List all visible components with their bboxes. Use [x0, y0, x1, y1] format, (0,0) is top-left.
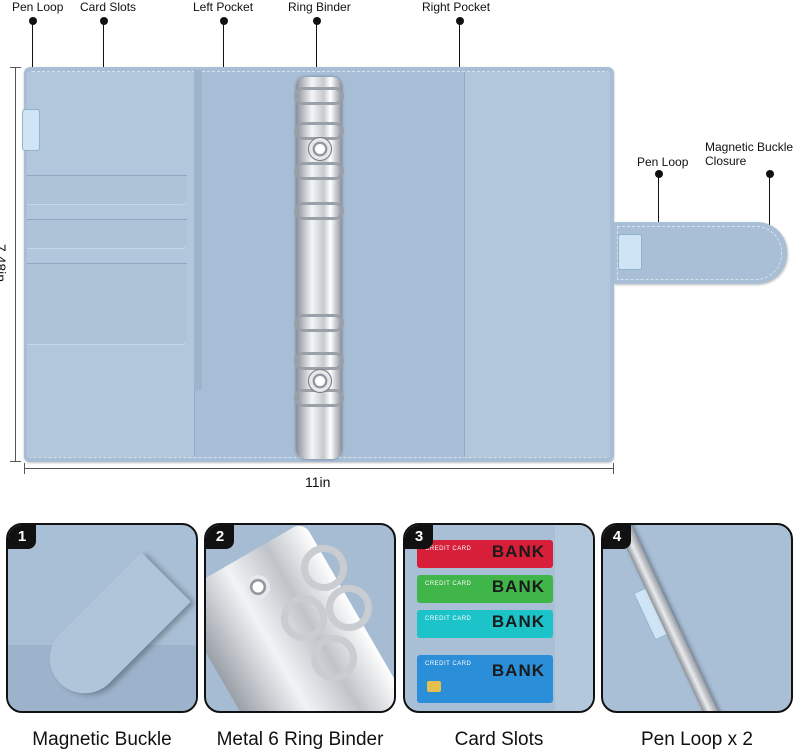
- callout-pen-loop-right: Pen Loop: [637, 155, 689, 169]
- detail-tile-magnetic-buckle: [6, 523, 198, 713]
- detail-tile-card-slots: CREDIT CARD BANK CREDIT CARD BANK CREDIT…: [403, 523, 595, 713]
- card-bank-label: BANK: [491, 612, 545, 631]
- width-dimension-line: [24, 468, 614, 469]
- binder-ring: [326, 585, 372, 631]
- tile-number-badge: 3: [405, 525, 433, 549]
- callout-dot: [29, 17, 37, 25]
- binder-ring: [294, 314, 344, 332]
- tile-caption: Pen Loop x 2: [641, 729, 753, 750]
- leader-line: [769, 174, 770, 269]
- card-bank-label: BANK: [491, 542, 545, 561]
- card-slot: [27, 219, 187, 249]
- tile-caption: Metal 6 Ring Binder: [216, 729, 384, 750]
- card-chip: [427, 681, 441, 692]
- callout-magnetic-closure: Magnetic Buckle Closure: [705, 140, 794, 168]
- height-dimension-label: 7.48in: [0, 243, 10, 283]
- right-pocket-panel: [464, 72, 610, 457]
- pen-loop-left: [22, 109, 40, 151]
- callout-dot: [100, 17, 108, 25]
- left-pocket-edge: [194, 70, 202, 390]
- width-dimension-tick: [24, 463, 25, 474]
- credit-card: CREDIT CARD BANK: [417, 610, 553, 638]
- callout-dot: [766, 170, 774, 178]
- binder-ring: [294, 162, 344, 180]
- height-dimension-tick: [10, 67, 21, 68]
- callout-right-pocket: Right Pocket: [422, 0, 491, 14]
- callout-dot: [456, 17, 464, 25]
- binder-ring: [294, 202, 344, 220]
- binder-open-view: [22, 67, 614, 462]
- callout-dot: [220, 17, 228, 25]
- binder-screw: [246, 575, 270, 599]
- leader-line: [316, 21, 317, 73]
- detail-tile-ring-binder: [204, 523, 396, 713]
- callout-dot: [655, 170, 663, 178]
- callout-card-slots: Card Slots: [80, 0, 137, 14]
- pen: [612, 525, 728, 711]
- callout-pen-loop-left: Pen Loop: [12, 0, 64, 14]
- width-dimension-tick: [613, 463, 614, 474]
- tile-number-badge: 2: [206, 525, 234, 549]
- height-dimension-tick: [10, 461, 21, 462]
- tile-number-badge: 1: [8, 525, 36, 549]
- binder-ring: [294, 352, 344, 370]
- tile-number-badge: 4: [603, 525, 631, 549]
- width-dimension-label: 11in: [305, 474, 331, 490]
- magnetic-buckle-flap: [614, 222, 787, 284]
- card-type-label: CREDIT CARD: [425, 546, 472, 552]
- tile-caption: Card Slots: [454, 729, 544, 750]
- tile-caption: Magnetic Buckle: [32, 729, 172, 750]
- binder-ring: [311, 635, 357, 681]
- callout-left-pocket: Left Pocket: [193, 0, 254, 14]
- leader-line: [658, 174, 659, 269]
- binder-screw: [308, 137, 332, 161]
- callout-dot: [313, 17, 321, 25]
- binder-screw: [308, 369, 332, 393]
- card-type-label: CREDIT CARD: [425, 661, 472, 667]
- flap-stitching: [617, 226, 782, 280]
- credit-card: CREDIT CARD BANK: [417, 540, 553, 568]
- card-bank-label: BANK: [491, 577, 545, 596]
- pen-loop-right: [618, 234, 642, 270]
- card-type-label: CREDIT CARD: [425, 581, 472, 587]
- credit-card: CREDIT CARD BANK: [417, 575, 553, 603]
- height-dimension-line: [15, 67, 16, 462]
- card-type-label: CREDIT CARD: [425, 616, 472, 622]
- binder-ring: [301, 545, 347, 591]
- card-bank-label: BANK: [491, 661, 545, 680]
- callout-ring-binder: Ring Binder: [288, 0, 351, 14]
- binder-ring: [281, 595, 327, 641]
- card-slot: [27, 175, 187, 205]
- pocket-edge: [555, 525, 593, 711]
- binder-ring: [294, 87, 344, 105]
- detail-tile-pen-loop: [601, 523, 793, 713]
- credit-card: CREDIT CARD BANK: [417, 655, 553, 703]
- card-slot: [27, 263, 187, 345]
